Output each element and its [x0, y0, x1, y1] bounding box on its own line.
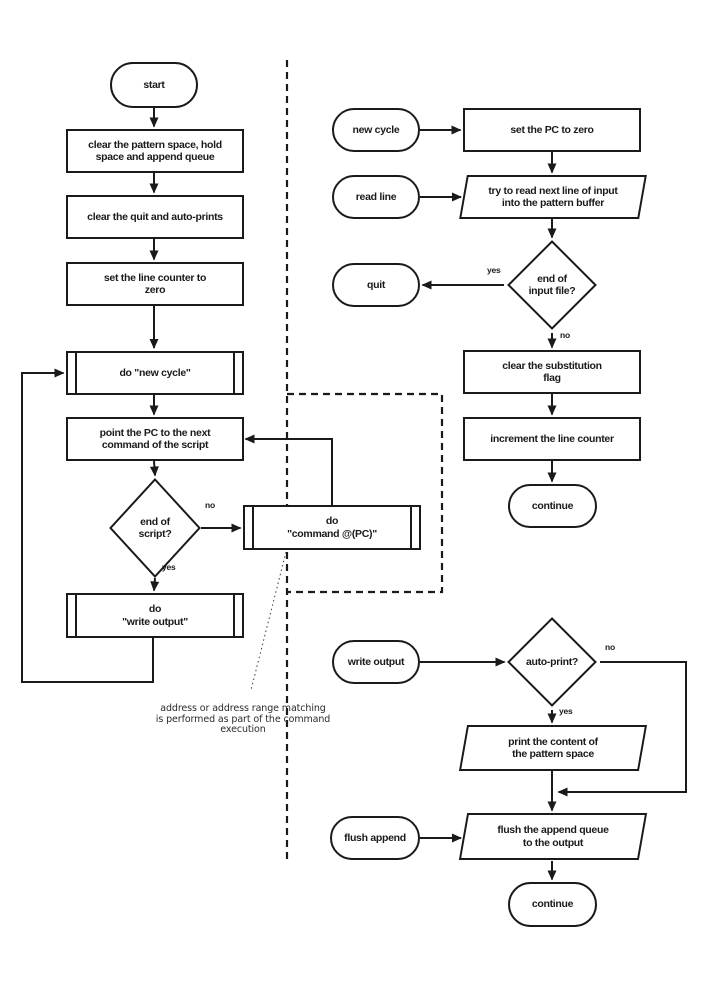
label-auto-print-yes: yes	[559, 706, 573, 716]
edge-end-of-script-yes	[150, 577, 160, 592]
node-continue-write: continue	[508, 882, 597, 927]
node-clear-pattern-space: clear the pattern space, hold space and …	[66, 129, 244, 173]
edge-write-output-loop	[21, 368, 154, 683]
edge-command-to-point-pc	[244, 434, 333, 505]
node-print-pattern-space: print the content of the pattern space	[458, 725, 648, 771]
node-write-output: write output	[332, 640, 420, 684]
node-auto-print: auto-print?	[507, 617, 597, 707]
node-increment-line-counter: increment the line counter	[463, 417, 641, 461]
label-end-of-script-yes: yes	[162, 562, 176, 572]
label-end-of-script-no: no	[205, 500, 215, 510]
node-quit: quit	[332, 263, 420, 307]
note-line: address or address range matching	[160, 703, 326, 714]
node-continue-read: continue	[508, 484, 597, 528]
node-clear-quit-autoprints: clear the quit and auto-prints	[66, 195, 244, 239]
node-point-pc-next-command: point the PC to the next command of the …	[66, 417, 244, 461]
diamond-shape	[507, 617, 597, 707]
note-line: execution	[220, 724, 266, 736]
diamond-shape	[507, 240, 597, 330]
node-end-of-script: end of script?	[109, 478, 201, 578]
note-leader-line	[250, 551, 287, 691]
node-try-read-next-line: try to read next line of input into the …	[458, 175, 648, 219]
node-end-of-input-file: end of input file?	[507, 240, 597, 330]
edge-point-pc-to-end-of-script	[149, 460, 159, 477]
node-do-write-output: do "write output"	[66, 593, 244, 638]
node-set-pc-to-zero: set the PC to zero	[463, 108, 641, 152]
node-clear-substitution-flag: clear the substitution flag	[463, 350, 641, 394]
node-set-line-counter-zero: set the line counter to zero	[66, 262, 244, 306]
diamond-shape	[109, 478, 201, 578]
dashed-divider-notch	[287, 392, 444, 594]
annotation-note: address or address range matching is per…	[143, 703, 343, 736]
node-new-cycle: new cycle	[332, 108, 420, 152]
label-end-of-input-yes: yes	[487, 265, 501, 275]
node-do-command-at-pc: do "command @(PC)"	[243, 505, 421, 550]
node-flush-append: flush append	[330, 816, 420, 860]
label-auto-print-no: no	[605, 642, 615, 652]
label-end-of-input-no: no	[560, 330, 570, 340]
node-start: start	[110, 62, 198, 108]
node-read-line: read line	[332, 175, 420, 219]
edge-autoprint-no-bypass	[557, 661, 687, 797]
node-flush-append-queue: flush the append queue to the output	[458, 813, 648, 860]
node-do-new-cycle: do "new cycle"	[66, 351, 244, 395]
note-line: is performed as part of the command	[155, 713, 331, 725]
